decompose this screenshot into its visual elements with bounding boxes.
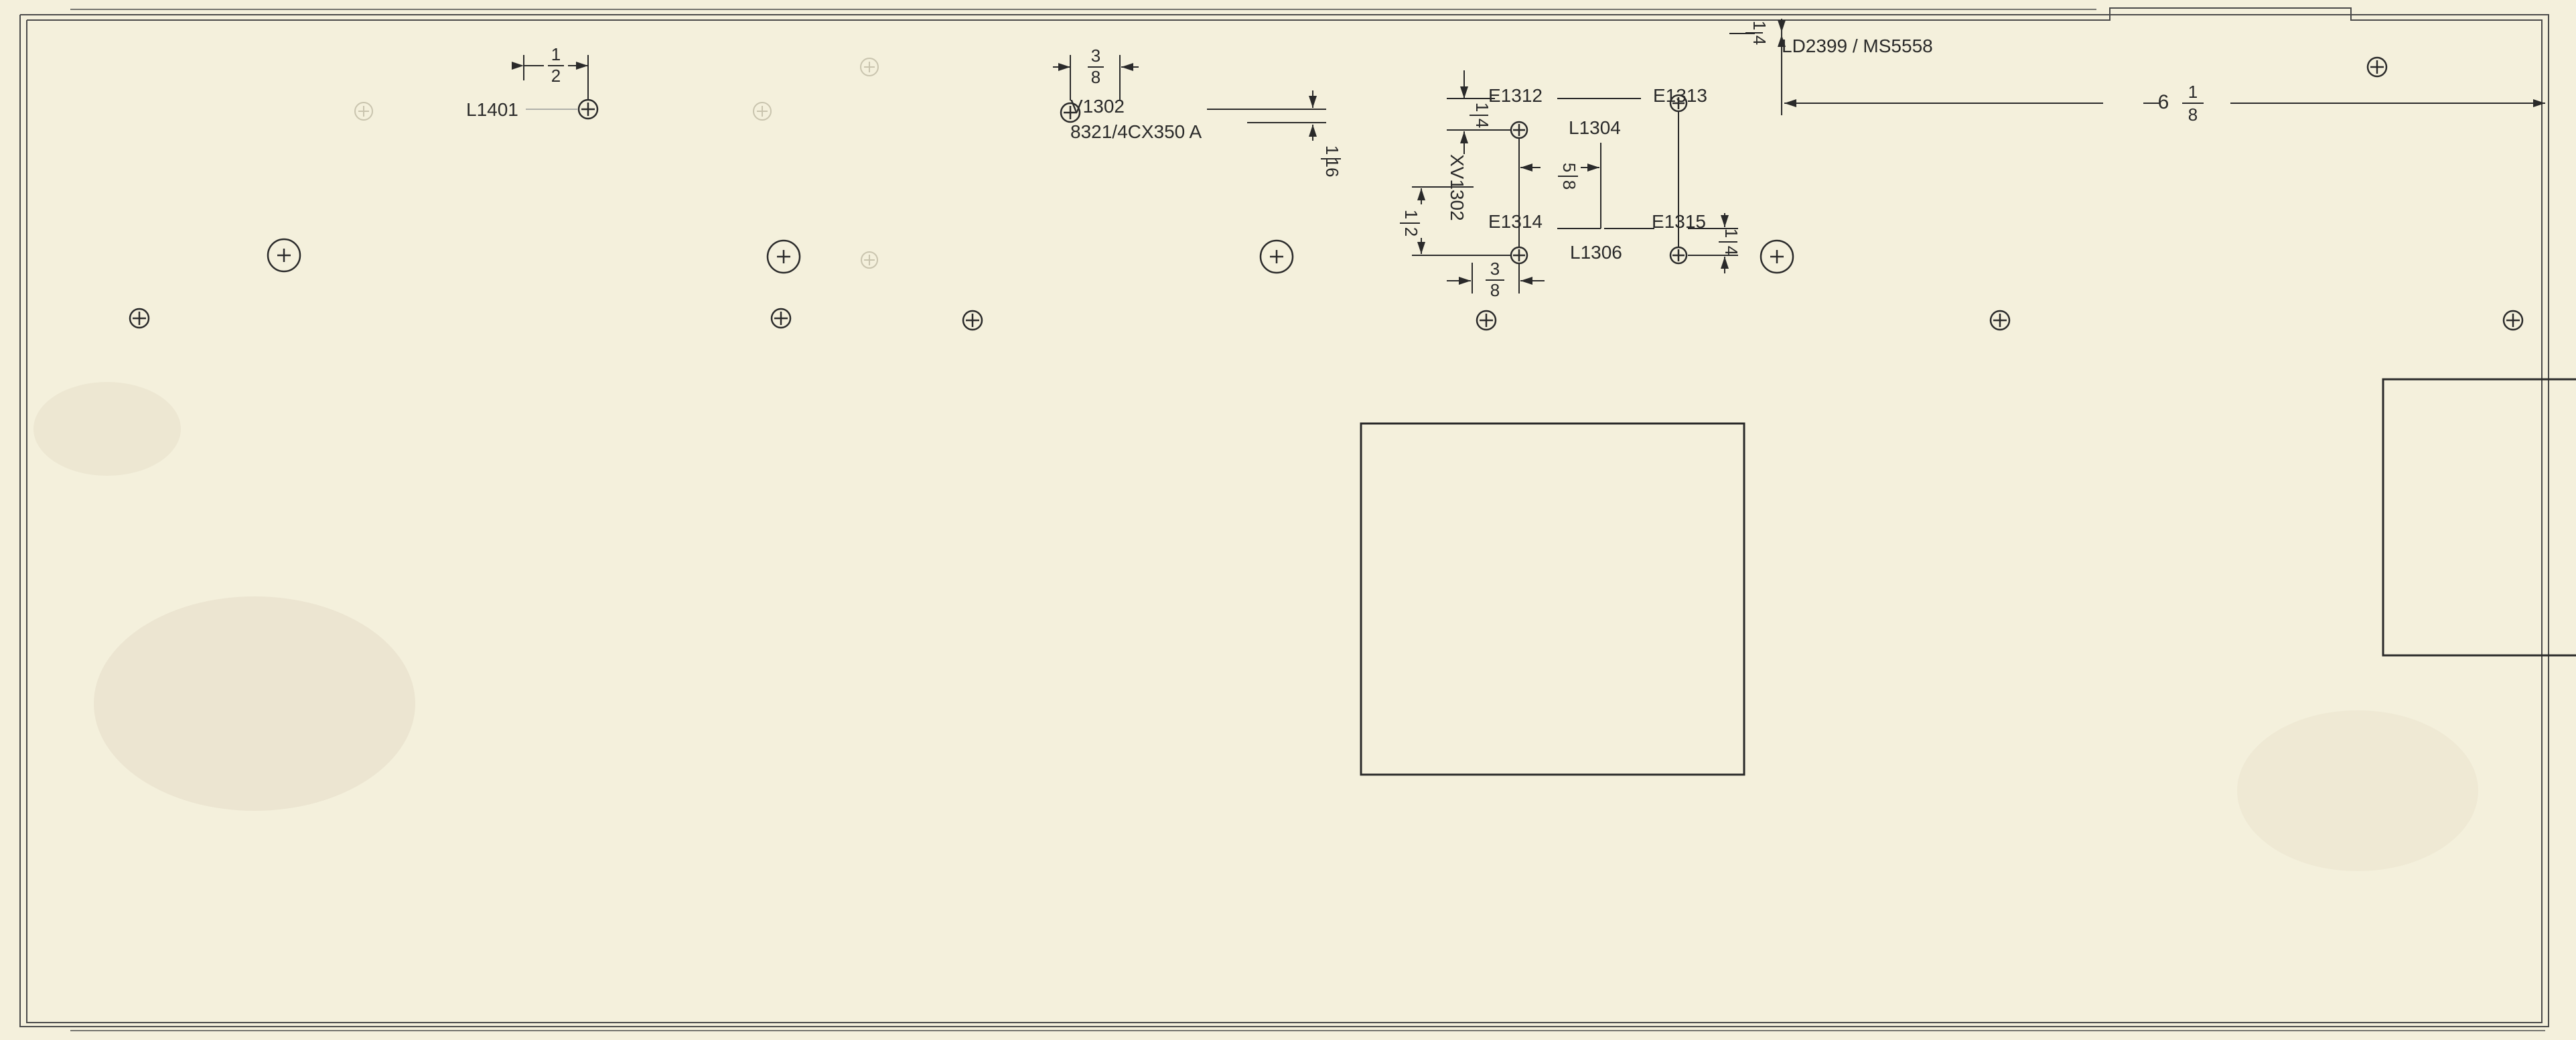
dim-quarter-top-den: 4 — [1749, 36, 1770, 45]
dim-quarter-top-num: 1 — [1749, 21, 1770, 30]
terminal-hole-e1312 — [1510, 121, 1528, 139]
terminal-hole-e1314 — [1510, 246, 1528, 265]
faint-hole — [861, 251, 878, 269]
faint-hole — [753, 102, 772, 121]
dim-16-den: 16 — [1322, 158, 1342, 178]
dim-half-top-num: 1 — [551, 44, 561, 64]
label-l1304: L1304 — [1569, 117, 1621, 138]
dim-6-num: 1 — [2188, 82, 2198, 102]
dim-3-8-bottom-den: 8 — [1490, 280, 1500, 300]
mounting-hole — [962, 310, 983, 331]
label-v1302: V1302 — [1070, 96, 1125, 117]
mounting-hole — [1476, 310, 1497, 331]
component-labels: L1401 V1302 8321/4CX350 A E1312 E1313 L1… — [466, 36, 1933, 263]
mounting-hole — [770, 308, 792, 329]
label-xv1302: XV1302 — [1447, 154, 1468, 221]
dim-quarter-e1312-den: 4 — [1472, 119, 1492, 128]
label-e1315: E1315 — [1652, 211, 1706, 232]
dim-3-8-top-num: 3 — [1091, 46, 1100, 66]
dim-6-whole: 6 — [2158, 91, 2169, 113]
dim-half-xv-num: 1 — [1401, 210, 1421, 219]
edge-cutout — [2382, 378, 2576, 657]
dim-quarter-e1315-den: 4 — [1721, 246, 1741, 255]
mounting-holes — [129, 56, 2524, 331]
fraction-bars — [548, 65, 2204, 104]
label-l1401: L1401 — [466, 99, 518, 120]
mounting-hole — [1989, 310, 2011, 331]
dim-half-xv-den: 2 — [1401, 227, 1421, 237]
square-cutout — [1360, 422, 1745, 776]
mounting-hole — [1060, 102, 1081, 123]
mounting-hole-large — [1259, 239, 1294, 274]
dim-half-top-den: 2 — [551, 66, 561, 86]
mounting-hole-large — [267, 238, 301, 273]
dim-quarter-e1315-num: 1 — [1721, 229, 1741, 238]
mounting-hole-large — [1760, 239, 1794, 274]
label-ld2399: LD2399 / MS5558 — [1782, 36, 1933, 56]
dimension-values: 1 2 3 8 1 16 1 4 5 8 1 2 3 8 1 4 — [551, 21, 2198, 300]
label-e1312: E1312 — [1488, 85, 1543, 106]
mounting-hole — [2502, 310, 2524, 331]
dim-16-num: 1 — [1322, 145, 1342, 155]
mounting-hole-large — [766, 239, 801, 274]
dim-3-8-bottom-num: 3 — [1490, 259, 1500, 279]
sheet-border — [19, 7, 2549, 1031]
mounting-hole — [129, 308, 150, 329]
mounting-hole — [577, 99, 599, 120]
dim-3-8-top-den: 8 — [1091, 67, 1100, 87]
faint-holes — [354, 58, 879, 269]
label-tube: 8321/4CX350 A — [1070, 121, 1202, 142]
dim-5-8-num: 5 — [1559, 163, 1579, 172]
label-e1314: E1314 — [1488, 211, 1543, 232]
dim-6-den: 8 — [2188, 105, 2198, 125]
faint-hole — [354, 102, 373, 121]
dim-5-8-den: 8 — [1559, 180, 1579, 190]
dimension-lines — [512, 19, 2545, 294]
mounting-hole — [2366, 56, 2388, 78]
terminal-hole-e1315 — [1669, 246, 1688, 265]
dim-quarter-e1312-num: 1 — [1472, 103, 1492, 112]
label-l1306: L1306 — [1570, 242, 1622, 263]
label-e1313: E1313 — [1653, 85, 1707, 106]
paper-stains — [33, 382, 2478, 871]
faint-hole — [860, 58, 879, 76]
